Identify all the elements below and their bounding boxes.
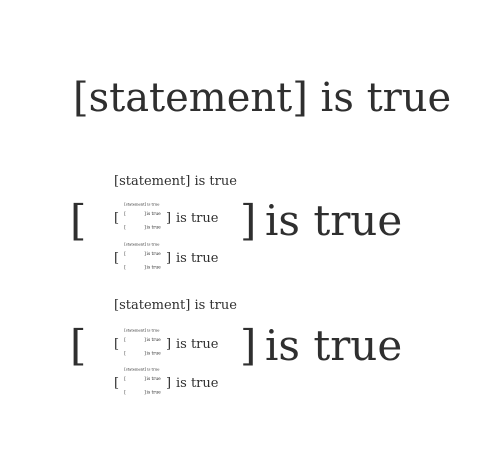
row2a-close-bracket: ] <box>166 337 172 352</box>
row1b-is-true: is true <box>176 251 219 266</box>
row2a-nested-thumbnail: [statement] is true [ ] is true [ ] is t… <box>124 328 161 356</box>
row1b-open-bracket: [ <box>114 251 120 266</box>
row1b-nested-thumbnail: [statement] is true [ ] is true [ ] is t… <box>124 242 161 270</box>
row2-is-true: is true <box>265 321 403 370</box>
row1a-close-bracket: ] <box>166 211 172 226</box>
row1a-nested-thumbnail: [statement] is true [ ] is true [ ] is t… <box>124 202 161 230</box>
row2b-open-bracket: [ <box>114 376 120 391</box>
row1a-open-bracket: [ <box>114 211 120 226</box>
row1-is-true: is true <box>265 196 403 245</box>
row1-inner-top-statement: [statement] is true <box>114 174 237 189</box>
headline-statement: [statement] is true <box>73 75 452 121</box>
row1b-close-bracket: ] <box>166 251 172 266</box>
row1-open-bracket: [ <box>70 196 87 245</box>
row2-open-bracket: [ <box>70 321 87 370</box>
row2-inner-top-statement: [statement] is true <box>114 298 237 313</box>
row2a-is-true: is true <box>176 337 219 352</box>
row2b-nested-thumbnail: [statement] is true [ ] is true [ ] is t… <box>124 367 161 395</box>
row1-close-bracket: ] <box>240 196 257 245</box>
row2b-is-true: is true <box>176 376 219 391</box>
row2-close-bracket: ] <box>240 321 257 370</box>
row1a-is-true: is true <box>176 211 219 226</box>
row2b-close-bracket: ] <box>166 376 172 391</box>
row2a-open-bracket: [ <box>114 337 120 352</box>
